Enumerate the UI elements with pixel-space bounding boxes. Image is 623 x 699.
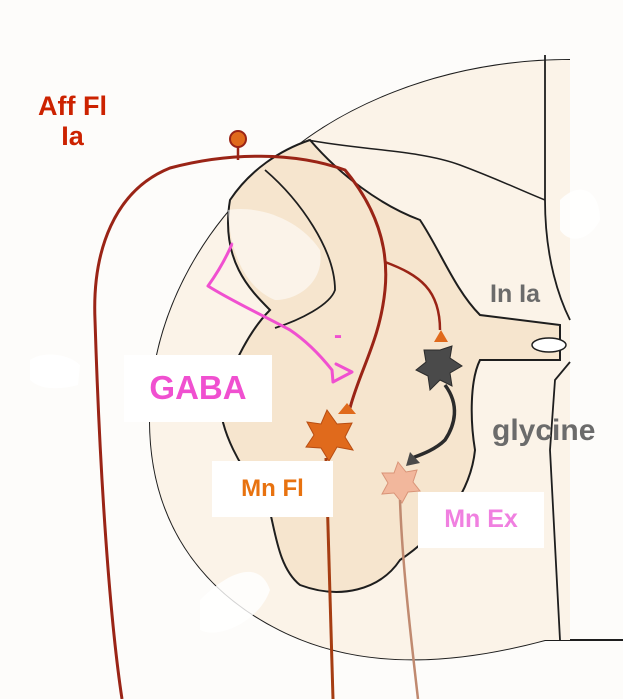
afferent-label-line2: Ia [38,122,107,152]
mn-extensor-label: Mn Ex [418,492,544,548]
dorsal-root-ganglion [230,131,246,147]
central-canal [532,338,566,352]
mask-right [560,190,600,239]
inhibition-sign: - [334,323,342,349]
glycine-label: glycine [492,414,595,447]
gaba-label: GABA [124,355,272,422]
afferent-label: Aff Fl Ia [38,92,107,151]
interneuron-label: In Ia [490,281,540,309]
mn-flexor-label: Mn Fl [212,461,333,517]
mask-left [30,355,80,389]
afferent-label-line1: Aff Fl [38,92,107,122]
